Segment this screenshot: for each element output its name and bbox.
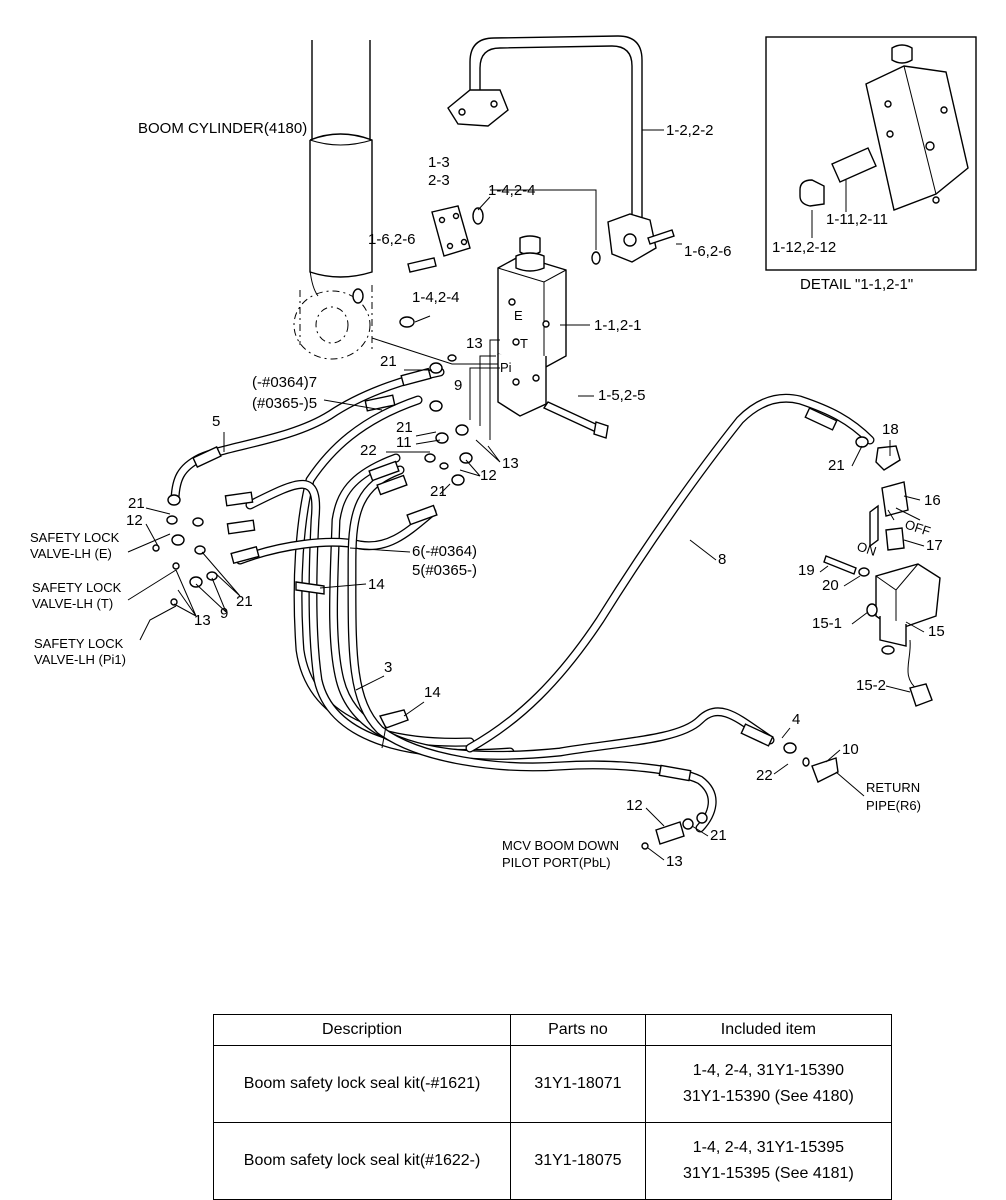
cell-description: Boom safety lock seal kit(-#1621) xyxy=(212,1045,512,1123)
included-line: 31Y1-15390 (See 4180) xyxy=(682,1088,854,1105)
label-21-b: 21 xyxy=(396,419,413,436)
label-safety-pi-2: VALVE-LH (Pi1) xyxy=(34,652,126,667)
label-off: OFF xyxy=(903,517,932,539)
label-21-g: 21 xyxy=(710,827,727,844)
fittings xyxy=(152,362,901,850)
label-21-a: 21 xyxy=(380,353,397,370)
label-2-3: 2-3 xyxy=(428,172,450,189)
label-5b: 5(#0365-) xyxy=(412,562,477,579)
parts-table: Description Parts no Included item Boom … xyxy=(212,1014,893,1200)
label-17: 17 xyxy=(926,537,943,554)
bolt-1-5 xyxy=(542,401,602,433)
label-1-5: 1-5,2-5 xyxy=(598,387,646,404)
label-13-a: 13 xyxy=(466,335,483,352)
label-19: 19 xyxy=(798,562,815,579)
label-13-d: 13 xyxy=(666,853,683,870)
label-10: 10 xyxy=(842,741,859,758)
label-detail-12: 1-12,2-12 xyxy=(772,239,836,256)
solenoid-valve xyxy=(823,481,941,707)
table-row: Boom safety lock seal kit(#1622-) 31Y1-1… xyxy=(212,1122,893,1200)
label-15-2: 15-2 xyxy=(856,677,886,694)
label-21-f: 21 xyxy=(828,457,845,474)
cell-included: 1-4, 2-4, 31Y1-15395 31Y1-15395 (See 418… xyxy=(644,1122,893,1200)
hoses xyxy=(170,367,875,833)
label-12-b: 12 xyxy=(126,512,143,529)
detail-box xyxy=(765,36,977,271)
header-parts-no: Parts no xyxy=(510,1014,646,1046)
header-description: Description xyxy=(212,1014,512,1046)
label-1-1: 1-1,2-1 xyxy=(594,317,642,334)
label-detail-11: 1-11,2-11 xyxy=(826,211,888,228)
label-6: 6(-#0364) xyxy=(412,543,477,560)
label-port-t: T xyxy=(520,336,528,351)
label-14-a: 14 xyxy=(368,576,385,593)
label-return-1: RETURN xyxy=(866,780,920,795)
safety-lock-valve xyxy=(497,235,567,417)
pipe-1-2 xyxy=(447,35,657,263)
label-22-b: 22 xyxy=(756,767,773,784)
label-safety-e-2: VALVE-LH (E) xyxy=(30,546,112,561)
label-21-e: 21 xyxy=(236,593,253,610)
label-3: 3 xyxy=(384,659,392,676)
label-0365-5: (#0365-)5 xyxy=(252,395,317,412)
label-1-6-left: 1-6,2-6 xyxy=(368,231,416,248)
label-detail-caption: DETAIL "1-1,2-1" xyxy=(800,276,913,293)
label-21-c: 21 xyxy=(430,483,447,500)
header-included-item: Included item xyxy=(644,1014,893,1046)
label-15: 15 xyxy=(928,623,945,640)
label-mcv-1: MCV BOOM DOWN xyxy=(502,838,619,853)
label-0364-7: (-#0364)7 xyxy=(252,374,317,391)
label-9-a: 9 xyxy=(454,377,462,394)
cell-parts-no: 31Y1-18071 xyxy=(510,1045,646,1123)
label-12-c: 12 xyxy=(626,797,643,814)
cell-parts-no: 31Y1-18075 xyxy=(510,1122,646,1200)
label-15-1: 15-1 xyxy=(812,615,842,632)
included-line: 1-4, 2-4, 31Y1-15390 xyxy=(692,1062,844,1079)
leader-lines xyxy=(127,369,925,861)
label-safety-t-1: SAFETY LOCK xyxy=(32,580,122,595)
bolt-1-6 xyxy=(647,229,675,245)
label-11: 11 xyxy=(396,434,412,451)
label-on: ON xyxy=(855,539,878,559)
label-safety-pi-1: SAFETY LOCK xyxy=(34,636,124,651)
label-21-d: 21 xyxy=(128,495,145,512)
table-header-row: Description Parts no Included item xyxy=(212,1014,893,1046)
label-safety-e-1: SAFETY LOCK xyxy=(30,530,120,545)
boom-cylinder xyxy=(293,40,373,360)
label-8: 8 xyxy=(718,551,726,568)
cell-included: 1-4, 2-4, 31Y1-15390 31Y1-15390 (See 418… xyxy=(644,1045,893,1123)
included-line: 1-4, 2-4, 31Y1-15395 xyxy=(692,1139,844,1156)
label-5: 5 xyxy=(212,413,220,430)
label-1-4-mid: 1-4,2-4 xyxy=(412,289,460,306)
label-16: 16 xyxy=(924,492,941,509)
label-22-a: 22 xyxy=(360,442,377,459)
label-1-3: 1-3 xyxy=(428,154,450,171)
label-9-b: 9 xyxy=(220,605,228,622)
label-1-4-top: 1-4,2-4 xyxy=(488,182,536,199)
cell-description: Boom safety lock seal kit(#1622-) xyxy=(212,1122,512,1200)
label-13-b: 13 xyxy=(502,455,519,472)
label-18: 18 xyxy=(882,421,899,438)
table-row: Boom safety lock seal kit(-#1621) 31Y1-1… xyxy=(212,1045,893,1123)
label-boom-cylinder: BOOM CYLINDER(4180) xyxy=(138,120,307,137)
included-line: 31Y1-15395 (See 4181) xyxy=(682,1165,854,1182)
label-mcv-2: PILOT PORT(PbL) xyxy=(502,855,611,870)
label-4: 4 xyxy=(792,711,800,728)
label-return-2: PIPE(R6) xyxy=(866,798,921,813)
hydraulic-diagram: BOOM CYLINDER(4180) DETAIL "1-1,2-1" 1-1… xyxy=(30,35,977,870)
label-safety-t-2: VALVE-LH (T) xyxy=(32,596,113,611)
label-13-c: 13 xyxy=(194,612,211,629)
label-port-e: E xyxy=(514,308,523,323)
label-1-6-right: 1-6,2-6 xyxy=(684,243,732,260)
label-20: 20 xyxy=(822,577,839,594)
label-port-pi: Pi xyxy=(500,360,512,375)
label-14-b: 14 xyxy=(424,684,441,701)
label-1-2: 1-2,2-2 xyxy=(666,122,714,139)
label-12-a: 12 xyxy=(480,467,497,484)
diagram-labels: BOOM CYLINDER(4180) DETAIL "1-1,2-1" 1-1… xyxy=(30,120,945,870)
bracket-1-3 xyxy=(407,205,484,273)
